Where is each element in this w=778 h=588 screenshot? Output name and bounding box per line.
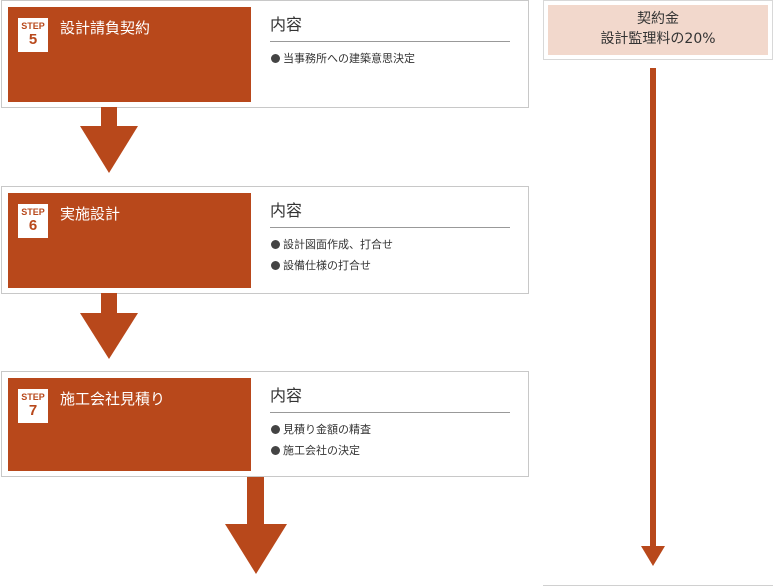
step-6-title: 実施設計: [60, 205, 121, 223]
item-text: 設備仕様の打合せ: [283, 259, 371, 272]
content-heading: 内容: [270, 382, 510, 413]
step-number: 6: [28, 217, 38, 234]
timeline-arrow-icon: [641, 68, 665, 566]
item-text: 施工会社の決定: [283, 444, 360, 457]
step-label: STEP: [21, 392, 45, 402]
list-item: 設計図面作成、打合せ: [270, 234, 510, 255]
step-5-card: STEP 5 設計請負契約 内容 当事務所への建築意思決定: [1, 0, 529, 108]
step-6-header: STEP 6 実施設計: [8, 193, 251, 288]
step-5-header: STEP 5 設計請負契約: [8, 7, 251, 102]
step-7-card: STEP 7 施工会社見積り 内容 見積り金額の精査 施工会社の決定: [1, 371, 529, 477]
step-label: STEP: [21, 21, 45, 31]
fee-line-2: 設計監理料の20%: [600, 31, 716, 47]
step-7-content: 内容 見積り金額の精査 施工会社の決定: [270, 382, 510, 461]
step-5-content: 内容 当事務所への建築意思決定: [270, 11, 510, 69]
down-arrow-icon: [80, 293, 138, 359]
bullet-icon: [271, 425, 280, 434]
bullet-icon: [271, 54, 280, 63]
divider: [543, 585, 773, 586]
content-heading: 内容: [270, 197, 510, 228]
step-number: 7: [28, 402, 38, 419]
step-label: STEP: [21, 207, 45, 217]
step-6-content: 内容 設計図面作成、打合せ 設備仕様の打合せ: [270, 197, 510, 276]
fee-box: 契約金 設計監理料の20%: [543, 0, 773, 60]
item-text: 見積り金額の精査: [283, 423, 371, 436]
list-item: 当事務所への建築意思決定: [270, 48, 510, 69]
bullet-icon: [271, 240, 280, 249]
step-5-title: 設計請負契約: [60, 19, 151, 37]
bullet-icon: [271, 261, 280, 270]
down-arrow-icon: [80, 107, 138, 173]
fee-label: 契約金 設計監理料の20%: [548, 5, 768, 55]
step-6-card: STEP 6 実施設計 内容 設計図面作成、打合せ 設備仕様の打合せ: [1, 186, 529, 294]
step-6-badge: STEP 6: [18, 204, 48, 238]
fee-line-1: 契約金: [637, 11, 679, 27]
list-item: 設備仕様の打合せ: [270, 255, 510, 276]
step-number: 5: [28, 31, 38, 48]
step-7-header: STEP 7 施工会社見積り: [8, 378, 251, 471]
list-item: 見積り金額の精査: [270, 419, 510, 440]
bullet-icon: [271, 446, 280, 455]
content-heading: 内容: [270, 11, 510, 42]
item-text: 設計図面作成、打合せ: [283, 238, 393, 251]
list-item: 施工会社の決定: [270, 440, 510, 461]
step-5-badge: STEP 5: [18, 18, 48, 52]
down-arrow-icon: [225, 477, 287, 574]
step-7-badge: STEP 7: [18, 389, 48, 423]
step-7-title: 施工会社見積り: [60, 390, 166, 408]
item-text: 当事務所への建築意思決定: [283, 52, 415, 65]
